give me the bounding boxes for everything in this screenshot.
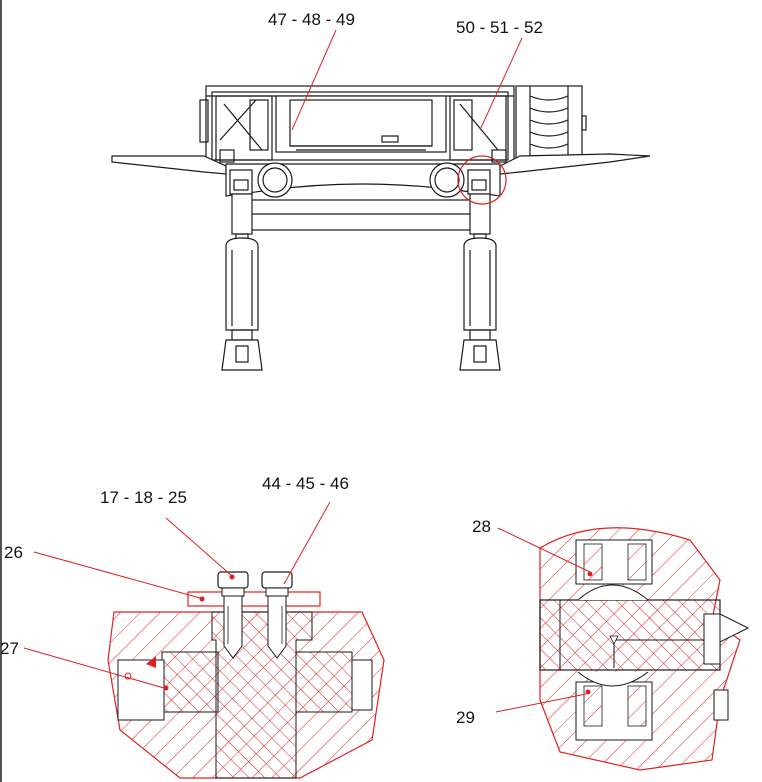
label-29: 29: [456, 708, 475, 727]
leader-top-right: [479, 37, 523, 131]
leader-top-left: [291, 29, 337, 131]
label-26: 26: [4, 543, 23, 562]
leader-44-45-46: [283, 501, 331, 585]
assembly-front-view: [111, 85, 651, 371]
leader-17-18-25: [165, 517, 233, 577]
section-bolt-detail: [107, 571, 385, 779]
leader-28: [497, 527, 591, 573]
leader-27: [23, 647, 165, 689]
label-17-18-25: 17 - 18 - 25: [100, 488, 187, 507]
label-44-45-46: 44 - 45 - 46: [262, 474, 349, 493]
label-50-51-52: 50 - 51 - 52: [456, 18, 543, 37]
leader-26: [33, 551, 201, 599]
label-27: 27: [0, 639, 19, 658]
label-28: 28: [472, 517, 491, 536]
detail-circle: [457, 155, 507, 205]
leader-29: [495, 693, 587, 713]
section-pin-detail: [539, 527, 750, 771]
label-47-48-49: 47 - 48 - 49: [268, 10, 355, 29]
